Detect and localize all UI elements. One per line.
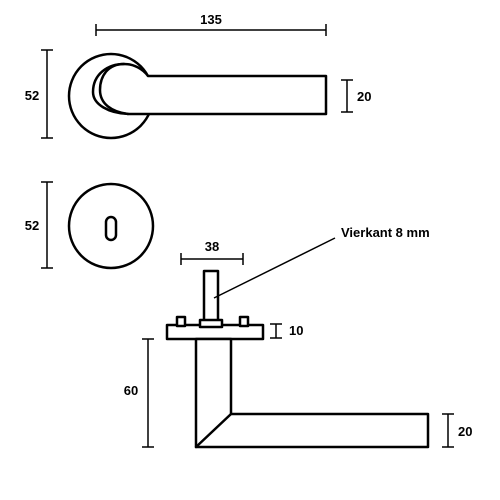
- rose-height-label: 10: [289, 323, 303, 338]
- dimension-rose-height: 10: [270, 323, 303, 339]
- screw-left: [175, 315, 187, 328]
- escutcheon-diameter-label: 52: [25, 218, 39, 233]
- dimension-handle-drop: 60: [124, 338, 154, 448]
- dimension-escutcheon-diameter: 52: [25, 181, 53, 269]
- escutcheon-circle: [67, 182, 155, 270]
- dimension-rose-diameter-top: 52: [25, 49, 53, 139]
- handle-thickness-top-label: 20: [357, 89, 371, 104]
- spindle-note-leader-line: [213, 237, 336, 299]
- dimension-handle-length: 135: [95, 12, 327, 36]
- spindle-note-callout: Vierkant 8 mm: [213, 225, 430, 299]
- handle-bend-line: [194, 412, 233, 449]
- handle-length-label: 135: [200, 12, 222, 27]
- keyhole-icon: [104, 215, 118, 242]
- handle-drop-label: 60: [124, 383, 138, 398]
- spindle-length-label: 38: [205, 239, 219, 254]
- handle-thickness-side-label: 20: [458, 424, 472, 439]
- rose-diameter-top-label: 52: [25, 88, 39, 103]
- handle-neck-curve: [98, 62, 130, 116]
- screw-right: [238, 315, 250, 328]
- handle-side-view: [165, 269, 430, 449]
- center-nut: [198, 318, 224, 329]
- dimension-handle-thickness-side: 20: [442, 413, 472, 448]
- dimension-spindle-length: 38: [180, 239, 244, 265]
- handle-lever-outline: [91, 62, 328, 116]
- dimension-handle-thickness-top: 20: [341, 79, 371, 113]
- spindle-bar: [202, 269, 220, 328]
- spindle-note-label: Vierkant 8 mm: [341, 225, 430, 240]
- escutcheon-view: [67, 182, 155, 270]
- handle-side-outline: [194, 337, 430, 449]
- handle-top-view: [67, 52, 328, 140]
